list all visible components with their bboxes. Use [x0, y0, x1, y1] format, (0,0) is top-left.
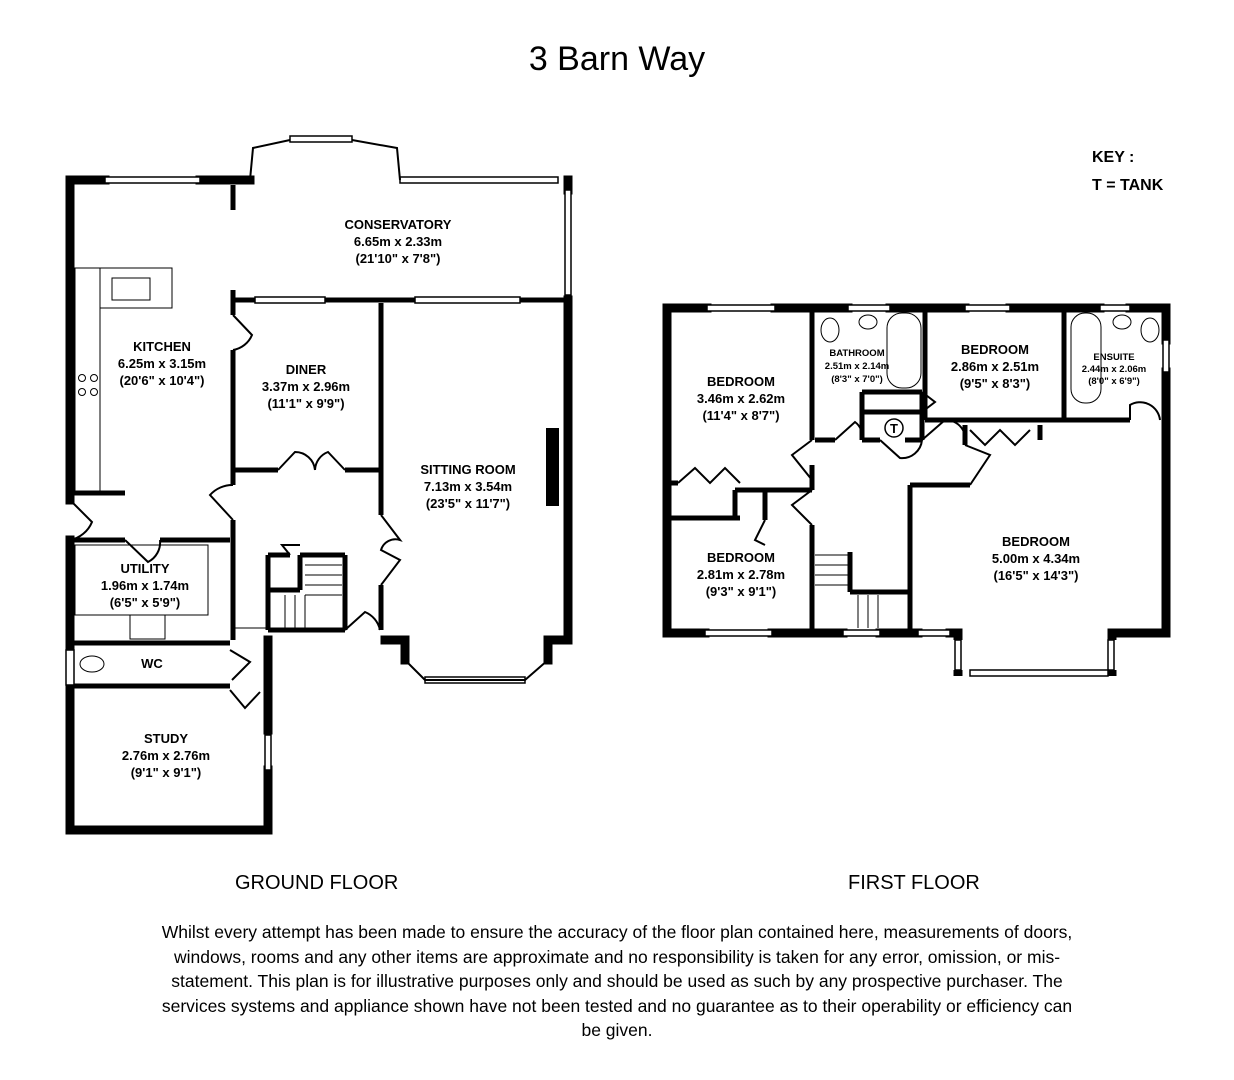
room-kitchen: KITCHEN 6.25m x 3.15m (20'6" x 10'4") [118, 339, 206, 388]
room-wc: WC [141, 656, 163, 671]
room-metric: 3.37m x 2.96m [262, 379, 350, 394]
room-metric: 1.96m x 1.74m [101, 578, 189, 593]
plan-title: 3 Barn Way [528, 40, 706, 78]
first-stairs [815, 554, 879, 628]
room-metric: 2.86m x 2.51m [951, 359, 1039, 374]
master-bay [953, 633, 1117, 676]
room-name: KITCHEN [133, 339, 191, 354]
ground-room-labels: CONSERVATORY 6.65m x 2.33m (21'10" x 7'8… [101, 217, 516, 780]
tank-icon [884, 418, 904, 438]
ground-walls [65, 175, 573, 835]
room-imperial: (9'5" x 8'3") [960, 376, 1031, 391]
room-name: WC [141, 656, 163, 671]
room-study: STUDY 2.76m x 2.76m (9'1" x 9'1") [122, 731, 210, 780]
room-imperial: (8'3" x 7'0") [831, 374, 883, 385]
room-utility: UTILITY 1.96m x 1.74m (6'5" x 5'9") [101, 561, 189, 610]
disclaimer-text: Whilst every attempt has been made to en… [161, 922, 1073, 1040]
room-metric: 5.00m x 4.34m [992, 551, 1080, 566]
room-imperial: (9'3" x 9'1") [706, 584, 777, 599]
room-imperial: (16'5" x 14'3") [993, 568, 1078, 583]
first-room-labels: BEDROOM 3.46m x 2.62m (11'4" x 8'7") BAT… [697, 342, 1146, 599]
room-name: ENSUITE [1093, 352, 1134, 363]
room-name: BEDROOM [961, 342, 1029, 357]
room-imperial: (9'1" x 9'1") [131, 765, 202, 780]
key-entry-tank: T = TANK [1092, 177, 1164, 194]
room-bedroom-3: BEDROOM 2.86m x 2.51m (9'5" x 8'3") [951, 342, 1039, 391]
room-metric: 7.13m x 3.54m [424, 479, 512, 494]
room-bathroom: BATHROOM 2.51m x 2.14m (8'3" x 7'0") [825, 348, 889, 385]
kitchen-units [74, 267, 209, 673]
ground-doors [69, 314, 403, 710]
room-name: BEDROOM [707, 550, 775, 565]
first-interior-walls [670, 310, 1130, 630]
room-ensuite: ENSUITE 2.44m x 2.06m (8'0" x 6'9") [1082, 352, 1146, 387]
room-imperial: (8'0" x 6'9") [1088, 376, 1140, 387]
conservatory-bay [249, 139, 549, 681]
room-imperial: (23'5" x 11'7") [426, 496, 510, 511]
room-name: BEDROOM [1002, 534, 1070, 549]
first-floor-label: FIRST FLOOR [848, 872, 980, 894]
room-name: BEDROOM [707, 374, 775, 389]
first-walls [662, 303, 1171, 638]
bathroom-fixtures [820, 312, 1160, 404]
ground-floor-label: GROUND FLOOR [235, 872, 399, 894]
room-metric: 6.25m x 3.15m [118, 356, 206, 371]
room-master-bedroom: BEDROOM 5.00m x 4.34m (16'5" x 14'3") [992, 534, 1080, 583]
ground-interior-walls [72, 185, 568, 689]
room-imperial: (21'10" x 7'8") [355, 251, 440, 266]
room-metric: 2.51m x 2.14m [825, 361, 889, 372]
room-name: UTILITY [120, 561, 169, 576]
room-name: BATHROOM [829, 348, 884, 359]
key-legend: KEY : T = TANK [1092, 144, 1163, 200]
room-metric: 6.65m x 2.33m [354, 234, 442, 249]
room-name: CONSERVATORY [345, 217, 452, 232]
room-bedroom-4: BEDROOM 2.81m x 2.78m (9'3" x 9'1") [697, 550, 785, 599]
room-imperial: (11'1" x 9'9") [267, 396, 344, 411]
ground-stairs [235, 564, 342, 629]
ground-floor-plan [65, 135, 573, 835]
room-imperial: (11'4" x 8'7") [702, 408, 779, 423]
room-imperial: (6'5" x 5'9") [110, 595, 181, 610]
room-metric: 3.46m x 2.62m [697, 391, 785, 406]
room-imperial: (20'6" x 10'4") [119, 373, 204, 388]
room-name: DINER [286, 362, 327, 377]
room-metric: 2.44m x 2.06m [1082, 364, 1146, 375]
room-conservatory: CONSERVATORY 6.65m x 2.33m (21'10" x 7'8… [345, 217, 452, 266]
tank: T [884, 418, 904, 438]
fireplace [546, 428, 559, 506]
room-name: SITTING ROOM [420, 462, 515, 477]
room-metric: 2.81m x 2.78m [697, 567, 785, 582]
room-sitting-room: SITTING ROOM 7.13m x 3.54m (23'5" x 11'7… [420, 462, 515, 511]
room-name: STUDY [144, 731, 188, 746]
ground-windows [65, 135, 572, 771]
room-bedroom-2: BEDROOM 3.46m x 2.62m (11'4" x 8'7") [697, 374, 785, 423]
first-doors [677, 391, 1161, 546]
room-diner: DINER 3.37m x 2.96m (11'1" x 9'9") [262, 362, 350, 411]
key-heading: KEY : [1092, 149, 1135, 166]
tank-label: T [890, 421, 898, 436]
room-metric: 2.76m x 2.76m [122, 748, 210, 763]
first-floor-plan: T [662, 303, 1171, 677]
